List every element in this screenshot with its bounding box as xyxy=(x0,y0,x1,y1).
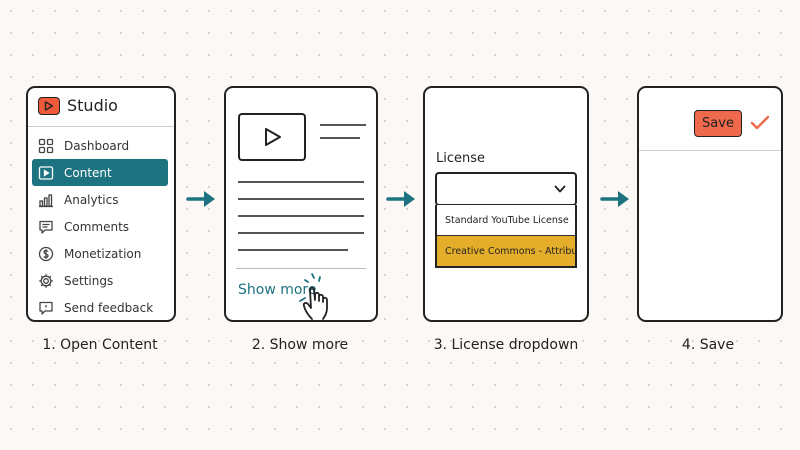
step-2-panel: Show more xyxy=(224,86,378,322)
studio-menu: Dashboard Content Analytics Comments Mon… xyxy=(32,132,168,320)
menu-item-content[interactable]: Content xyxy=(32,159,168,186)
comment-icon xyxy=(39,220,53,234)
license-label: License xyxy=(436,151,486,166)
description-line xyxy=(238,198,364,200)
title-line xyxy=(320,124,366,126)
arrow-right-icon xyxy=(600,191,629,207)
menu-item-dashboard[interactable]: Dashboard xyxy=(32,132,168,159)
divider xyxy=(639,150,781,151)
studio-title: Studio xyxy=(67,96,118,115)
option-creative-commons-attribution[interactable]: Creative Commons - Attribution xyxy=(437,235,575,266)
menu-item-send-feedback[interactable]: Send feedback xyxy=(32,294,168,320)
studio-logo-icon xyxy=(38,96,60,115)
step-1-panel: Studio Dashboard Content Analytics Comme… xyxy=(26,86,176,322)
title-line xyxy=(320,137,360,139)
pointing-hand-icon xyxy=(299,273,328,320)
menu-label: Monetization xyxy=(64,246,142,261)
arrow-right-icon xyxy=(386,191,415,207)
menu-item-analytics[interactable]: Analytics xyxy=(32,186,168,213)
checkmark-icon xyxy=(750,115,770,130)
menu-item-settings[interactable]: Settings xyxy=(32,267,168,294)
menu-label: Send feedback xyxy=(64,300,154,315)
divider xyxy=(236,268,366,269)
feedback-icon xyxy=(39,301,53,315)
license-options: Standard YouTube License Creative Common… xyxy=(435,205,577,268)
save-button[interactable]: Save xyxy=(694,110,742,137)
menu-item-comments[interactable]: Comments xyxy=(32,213,168,240)
bar-chart-icon xyxy=(39,193,53,207)
studio-header: Studio xyxy=(38,96,118,115)
description-line xyxy=(238,249,348,251)
step-3-panel: License Standard YouTube License Creativ… xyxy=(423,86,589,322)
arrow-right-icon xyxy=(186,191,215,207)
step-4-panel: Save xyxy=(637,86,783,322)
step-1-caption: 1. Open Content xyxy=(42,337,158,353)
step-2-caption: 2. Show more xyxy=(251,337,349,353)
description-line xyxy=(238,232,364,234)
header-divider xyxy=(28,126,174,127)
option-standard-youtube-license[interactable]: Standard YouTube License xyxy=(445,214,569,226)
menu-label: Settings xyxy=(64,273,114,288)
license-dropdown[interactable] xyxy=(435,172,577,206)
menu-label: Analytics xyxy=(64,192,119,207)
menu-label: Comments xyxy=(64,219,130,234)
play-box-icon xyxy=(38,165,54,180)
menu-item-monetization[interactable]: Monetization xyxy=(32,240,168,267)
chevron-down-icon xyxy=(554,185,566,193)
dollar-icon xyxy=(38,246,54,261)
description-line xyxy=(238,181,364,183)
gear-icon xyxy=(39,273,53,288)
show-more-link[interactable]: Show more xyxy=(238,282,317,298)
video-thumbnail-icon xyxy=(238,113,306,161)
description-line xyxy=(238,215,364,217)
step-4-caption: 4. Save xyxy=(681,337,735,353)
step-3-caption: 3. License dropdown xyxy=(433,337,579,353)
menu-label: Dashboard xyxy=(64,138,130,153)
grid-icon xyxy=(38,138,54,153)
menu-label: Content xyxy=(64,165,112,180)
